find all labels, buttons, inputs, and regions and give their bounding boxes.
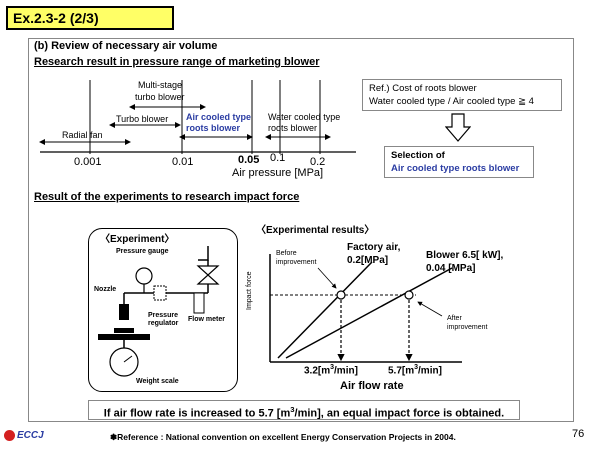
selection-line-1: Selection of (391, 150, 445, 161)
scale-plate (98, 334, 150, 340)
before-label-2: improvement (276, 259, 317, 266)
tick-label-0001: 0.001 (74, 156, 102, 168)
factory-air-label-2: 0.2[MPa] (347, 255, 389, 266)
ref-line-1: Ref.) Cost of roots blower (369, 83, 477, 94)
results-title: 〈Experimental results〉 (256, 225, 375, 236)
ref-box: Ref.) Cost of roots blower Water cooled … (362, 79, 562, 111)
x-axis-label: Air flow rate (340, 380, 404, 392)
water-cooled-label: Water cooled type (268, 112, 341, 122)
pressure-gauge-label: Pressure gauge (116, 248, 169, 255)
eccj-logo: ECCJ (4, 430, 44, 441)
x2-value: 5.7[m (388, 365, 415, 377)
x2-unit: /min] (418, 365, 442, 377)
tick-label-001: 0.01 (172, 156, 194, 168)
x1-value-label: 3.2[m3/min] (304, 364, 358, 376)
down-arrow-icon (445, 113, 471, 142)
slide-title: Ex.2.3-2 (2/3) (6, 6, 174, 30)
pressure-gauge-icon (135, 267, 153, 285)
axis-label: Air pressure [MPa] (232, 167, 324, 179)
blower-line (285, 267, 453, 359)
x1-sup: 3 (330, 364, 335, 371)
point-blower (404, 290, 414, 300)
after-label-2: improvement (447, 324, 488, 331)
pressure-regulator-icon (153, 285, 167, 301)
content-frame (28, 38, 574, 422)
ref-line-2: Water cooled type / Air cooled type ≧ 4 (369, 96, 534, 107)
experiment-heading: Result of the experiments to research im… (34, 191, 300, 203)
footer-reference: ✽Reference : National convention on exce… (110, 432, 456, 442)
air-cooled-label: Air cooled type (186, 112, 252, 122)
experiment-apparatus-diagram (98, 246, 220, 377)
experiment-title: 〈Experiment〉 (100, 234, 175, 245)
x2-value-label: 5.7[m3/min] (388, 364, 442, 376)
research-heading: Research result in pressure range of mar… (34, 56, 320, 68)
x1-value: 3.2[m (304, 365, 331, 377)
nozzle-label: Nozzle (94, 286, 117, 293)
nozzle-icon (119, 304, 129, 320)
selection-box: Selection of Air cooled type roots blowe… (384, 146, 534, 178)
flow-meter-label: Flow meter (188, 316, 225, 323)
factory-air-line (277, 261, 373, 359)
radial-fan-label: Radial fan (62, 130, 103, 140)
page-number: 76 (572, 428, 585, 440)
blower-label: Blower 6.5[ kW], (426, 250, 504, 261)
after-label: After (447, 315, 462, 322)
logo-mark-icon (4, 430, 15, 441)
multi-stage-label-2: turbo blower (135, 92, 185, 102)
conclusion-sup: 3 (290, 405, 295, 414)
valve-icon (196, 265, 220, 285)
logo-text: ECCJ (17, 430, 44, 442)
tick-label-005: 0.05 (238, 154, 260, 166)
flow-meter-icon (193, 292, 205, 314)
conclusion-box: If air flow rate is increased to 5.7 [m3… (88, 400, 520, 420)
x2-sup: 3 (414, 364, 419, 371)
experiment-box (88, 228, 238, 392)
weight-scale-label: Weight scale (136, 378, 179, 385)
tick-label-01: 0.1 (270, 152, 286, 164)
section-heading: (b) Review of necessary air volume (34, 40, 218, 52)
tick-label-02: 0.2 (310, 156, 326, 168)
selection-line-2: Air cooled type roots blower (391, 163, 520, 174)
water-cooled-label-2: roots blower (268, 123, 318, 133)
blower-range-diagram (39, 80, 356, 154)
air-cooled-label-2: roots blower (186, 123, 241, 133)
x1-unit: /min] (334, 365, 358, 377)
before-label: Before (276, 250, 297, 257)
point-factory-air (336, 290, 346, 300)
impact-force-axis-label: Impact force (246, 271, 253, 310)
conclusion-part-2: /min], an equal impact force is obtained… (294, 407, 505, 420)
turbo-blower-label: Turbo blower (116, 114, 169, 124)
conclusion-part-1: If air flow rate is increased to 5.7 [m (103, 407, 291, 420)
multi-stage-label: Multi-stage (138, 80, 183, 90)
factory-air-label: Factory air, (347, 242, 401, 253)
results-chart (269, 254, 462, 363)
pressure-regulator-label: Pressure (148, 312, 178, 319)
pressure-regulator-label-2: regulator (148, 320, 179, 327)
